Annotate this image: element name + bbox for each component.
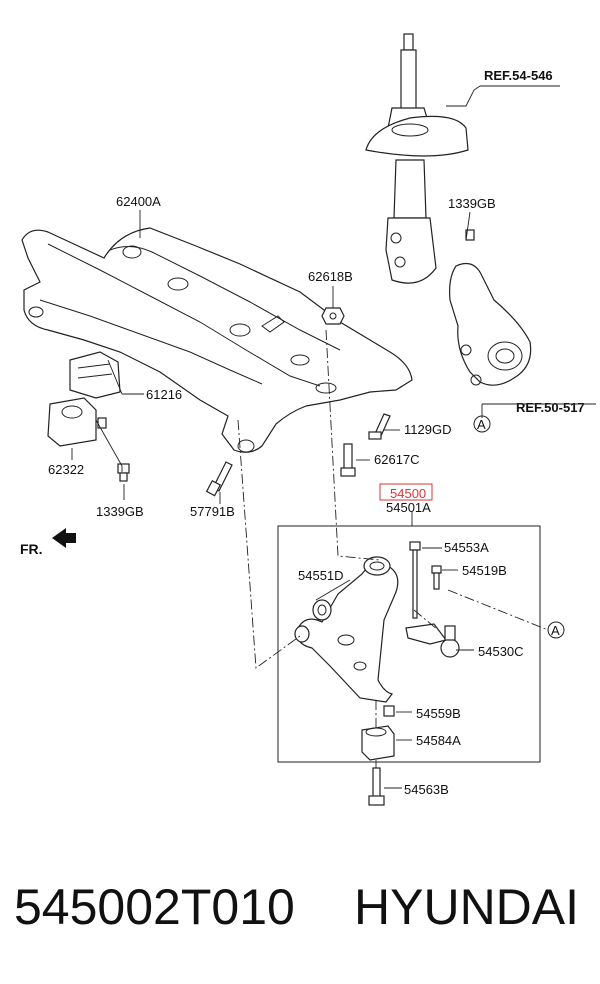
label-1339gb-left[interactable]: 1339GB: [96, 504, 144, 519]
bolt-1339gb-left: [117, 463, 130, 482]
label-57791b[interactable]: 57791B: [190, 504, 235, 519]
front-indicator-label: FR.: [20, 541, 43, 557]
label-54551d[interactable]: 54551D: [298, 568, 344, 583]
lower-arm-detail-box: [277, 525, 541, 763]
front-crossmember: [21, 227, 413, 453]
label-54501a[interactable]: 54501A: [386, 500, 431, 515]
footer-caption: 545002T010 HYUNDAI: [14, 878, 594, 948]
nut-62618b: [321, 307, 345, 325]
mount-62322: [47, 397, 107, 447]
bolt-62617c: [340, 443, 356, 477]
label-54519b[interactable]: 54519B: [462, 563, 507, 578]
label-54563b[interactable]: 54563B: [404, 782, 449, 797]
label-54559b[interactable]: 54559B: [416, 706, 461, 721]
part-number: 545002T010: [14, 879, 295, 935]
assembly-centerlines: [237, 329, 549, 768]
label-54584a[interactable]: 54584A: [416, 733, 461, 748]
label-54500-highlight[interactable]: 54500: [390, 486, 426, 501]
bolt-57791b: [205, 461, 233, 497]
front-arrow-icon: [52, 528, 76, 548]
bolt-54519b: [431, 565, 442, 590]
bracket-61216: [69, 351, 121, 399]
circle-marker-a-box: A: [547, 621, 565, 639]
exploded-view-diagram: A A REF.54-546 REF.50-517 62400A 61216 6…: [20, 33, 596, 806]
label-62618b[interactable]: 62618B: [308, 269, 353, 284]
nut-54559b: [383, 705, 395, 717]
highlight-box: [379, 483, 433, 501]
ball-joint-54530c: [405, 623, 460, 658]
label-62400a[interactable]: 62400A: [116, 194, 161, 209]
leader-lines: [71, 85, 512, 789]
label-54530c[interactable]: 54530C: [478, 644, 524, 659]
bolt-54563b: [368, 767, 385, 806]
bolt-54553a: [409, 541, 421, 619]
ref-strut-label[interactable]: REF.54-546: [484, 68, 553, 83]
label-62322[interactable]: 62322: [48, 462, 84, 477]
bolt-1129gd: [368, 413, 391, 440]
label-1129gd[interactable]: 1129GD: [404, 422, 451, 437]
label-61216[interactable]: 61216: [146, 387, 182, 402]
bushing-54584a: [361, 725, 395, 761]
brand-name: HYUNDAI: [354, 879, 580, 935]
svg-text:A: A: [477, 417, 486, 432]
label-1339gb-right[interactable]: 1339GB: [448, 196, 496, 211]
label-54553a[interactable]: 54553A: [444, 540, 489, 555]
lower-control-arm: [294, 556, 399, 703]
label-62617c[interactable]: 62617C: [374, 452, 420, 467]
bushing-54551d: [312, 599, 332, 621]
ref-knuckle-label[interactable]: REF.50-517: [516, 400, 585, 415]
steering-knuckle: [449, 263, 532, 386]
strut-assembly: [365, 33, 475, 284]
svg-text:A: A: [551, 623, 560, 638]
circle-marker-a-top: A: [473, 415, 491, 433]
